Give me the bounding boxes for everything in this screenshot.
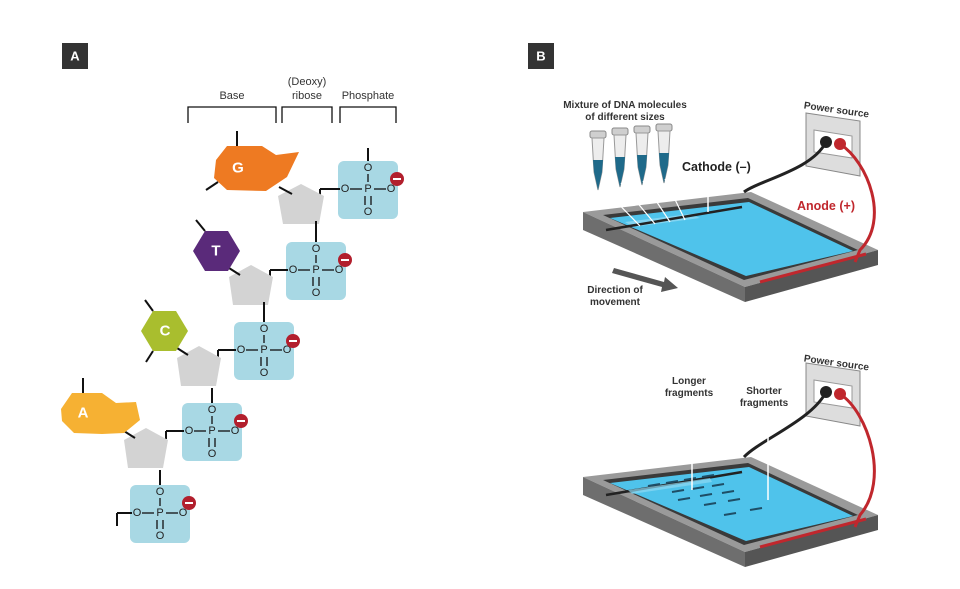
phosphate-oxygen: O (208, 404, 217, 416)
tray-front-left (583, 477, 745, 567)
panel-a-badge (62, 43, 88, 69)
direction-label-line2: movement (590, 297, 641, 308)
panel-a-badge-label: A (70, 49, 80, 64)
anode-wire (839, 142, 876, 263)
longer-fragments-label-line2: fragments (665, 388, 714, 399)
nucleotide-g: O P O O O G (205, 131, 404, 224)
base-shape (141, 311, 188, 351)
ribose-pentagon (229, 265, 273, 305)
longer-fragments-label-line1: Longer (672, 376, 706, 387)
header-ribose-line1: (Deoxy) (288, 76, 327, 88)
bracket-ribose (281, 106, 333, 123)
phosphate-oxygen: O (133, 507, 142, 519)
phosphate-oxygen: O (260, 367, 269, 379)
base-label: C (160, 323, 171, 340)
dna-bands (647, 474, 763, 516)
phosphate-oxygen: O (283, 344, 292, 356)
panel-a: A Base (Deoxy) ribose Phosphate O P O O … (61, 43, 404, 543)
mixture-label-line2: of different sizes (585, 112, 665, 123)
phosphate-oxygen: O (179, 507, 188, 519)
header-ribose-line2: ribose (292, 90, 322, 102)
cathode-wire (742, 391, 828, 459)
base-shape (193, 231, 240, 271)
phosphate-box (130, 485, 190, 543)
ribose-pentagon (177, 346, 221, 386)
phosphate-oxygen: O (231, 425, 240, 437)
test-tube-icon (633, 125, 651, 186)
mixture-label-line1: Mixture of DNA molecules (563, 100, 687, 111)
phosphate-oxygen: O (185, 425, 194, 437)
phosphate-oxygen: O (312, 287, 321, 299)
phosphate-oxygen: O (156, 486, 165, 498)
phosphate-phosphorus: P (156, 507, 163, 519)
anode-wire (839, 392, 876, 528)
phosphate-oxygen: O (260, 323, 269, 335)
cathode-wire (743, 141, 828, 194)
test-tube-icon (655, 123, 673, 184)
direction-arrow-icon (612, 268, 678, 292)
phosphate-oxygen: O (387, 183, 396, 195)
shorter-fragments-label-line2: fragments (740, 398, 789, 409)
cathode-label: Cathode (–) (682, 160, 751, 174)
phosphate-phosphorus: P (208, 425, 215, 437)
phosphate-oxygen: O (289, 264, 298, 276)
nucleotide-c: O P O O O C (141, 299, 300, 386)
gel-apparatus-bottom: Power source (583, 354, 878, 567)
ribose-pentagon (124, 428, 168, 468)
bracket-base (187, 106, 277, 123)
anode-label: Anode (+) (797, 199, 855, 213)
phosphate-oxygen: O (208, 448, 217, 460)
gel-apparatus-top: Mixture of DNA molecules of different si… (563, 100, 878, 308)
panel-b: B Mixture of DNA molecules of different … (528, 43, 878, 567)
base-shape (214, 146, 299, 191)
bracket-phosphate (339, 106, 397, 123)
header-base: Base (219, 90, 244, 102)
phosphate-oxygen: O (156, 530, 165, 542)
base-shape (61, 393, 140, 434)
phosphate-box (182, 403, 242, 461)
phosphate-oxygen: O (335, 264, 344, 276)
terminal-phosphate: O P O O O (116, 470, 196, 543)
phosphate-box (338, 161, 398, 219)
shorter-fragments-label-line1: Shorter (746, 386, 782, 397)
base-label: A (78, 405, 89, 422)
tray-front-left (583, 212, 745, 302)
base-label: G (232, 160, 244, 177)
test-tube-icon (589, 130, 607, 191)
phosphate-phosphorus: P (260, 344, 267, 356)
tray-front-right (745, 515, 878, 567)
test-tube-icon (611, 127, 629, 188)
phosphate-oxygen: O (312, 243, 321, 255)
phosphate-box (234, 322, 294, 380)
header-phosphate: Phosphate (342, 90, 395, 102)
phosphate-phosphorus: P (312, 264, 319, 276)
panel-b-badge (528, 43, 554, 69)
direction-label-line1: Direction of (587, 285, 643, 296)
phosphate-oxygen: O (341, 183, 350, 195)
phosphate-oxygen: O (364, 162, 373, 174)
tray-front-right (745, 250, 878, 302)
cathode-electrode (605, 205, 743, 232)
nucleotide-a: O P O O O A (61, 378, 248, 468)
ribose-pentagon (278, 184, 324, 224)
base-label: T (211, 243, 220, 260)
anode-electrode (759, 252, 867, 284)
nucleotide-t: O P O O O T (193, 219, 352, 305)
panel-b-badge-label: B (536, 49, 545, 64)
phosphate-phosphorus: P (364, 183, 371, 195)
phosphate-oxygen: O (364, 206, 373, 218)
anode-electrode (759, 517, 867, 549)
phosphate-oxygen: O (237, 344, 246, 356)
sample-tubes (589, 123, 686, 227)
phosphate-box (286, 242, 346, 300)
